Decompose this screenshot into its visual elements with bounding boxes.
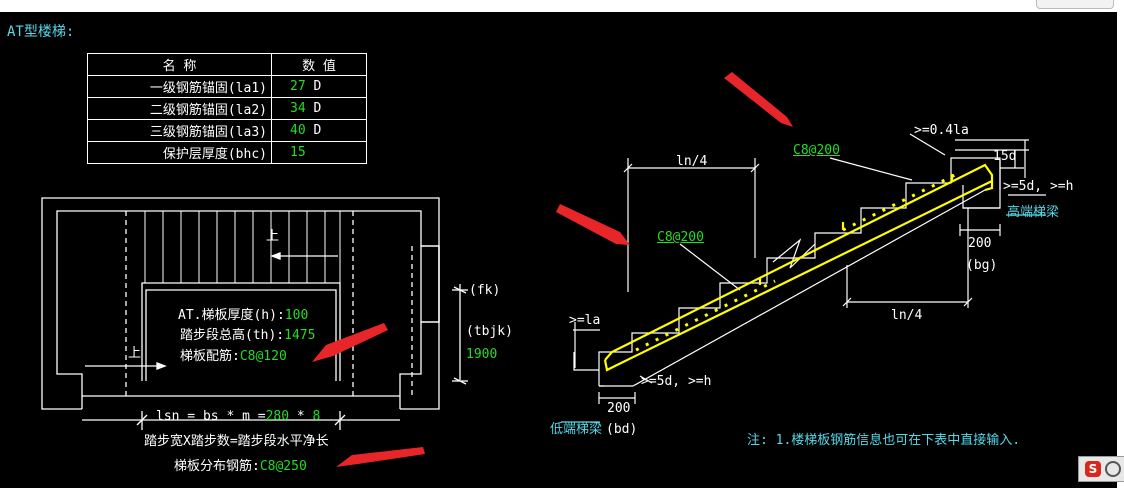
red-arrow-1 — [724, 72, 793, 127]
plan-right-column — [420, 245, 440, 323]
rebar-label: 梯板配筋: — [180, 349, 240, 364]
red-arrow-3 — [312, 323, 388, 362]
section-view — [561, 133, 1046, 423]
note-text: 注: 1.楼梯板钢筋信息也可在下表中直接输入. — [747, 433, 1021, 448]
ring-icon[interactable] — [1105, 461, 1121, 477]
high-anchor-label: >=5d, >=h — [1003, 179, 1074, 194]
rebar-top-label[interactable]: C8@200 — [793, 143, 840, 158]
dist-value[interactable]: C8@250 — [259, 459, 307, 474]
red-arrow-4 — [336, 447, 425, 467]
la1-value[interactable]: 27 — [290, 79, 306, 94]
high-beam-label: 高端梯梁 — [1007, 205, 1060, 220]
table-row: 一级钢筋锚固(la1) 27 D — [87, 75, 367, 98]
slab-rebar — [603, 163, 994, 372]
red-arrow-2 — [556, 204, 630, 245]
anchor-table: 名 称 数 值 一级钢筋锚固(la1) 27 D 二级钢筋锚固(la2) 34 … — [87, 53, 367, 164]
vertical-scrollbar[interactable] — [1117, 12, 1124, 488]
tbjk-label: (tbjk) — [466, 324, 513, 339]
table-cell-value[interactable]: 27 D — [271, 75, 367, 98]
tbjk-value[interactable]: 1900 — [466, 347, 498, 362]
dim-200-low: 200 — [607, 401, 631, 416]
table-cell-value[interactable]: 40 D — [271, 119, 367, 142]
stair-step-profile — [598, 157, 1001, 386]
table-cell-name: 二级钢筋锚固(la2) — [87, 97, 272, 120]
table-header-name: 名 称 — [87, 53, 272, 76]
bd-label: (bd) — [606, 422, 638, 437]
table-cell-name: 三级钢筋锚固(la3) — [87, 119, 272, 142]
up-label-2: 上 — [128, 346, 142, 361]
la2-value[interactable]: 34 — [290, 101, 306, 116]
sogou-s-icon[interactable]: S — [1085, 461, 1101, 477]
dist-row: 梯板分布钢筋:C8@250 — [174, 460, 307, 474]
up-label-1: 上 — [266, 229, 280, 244]
plan-outer-wall — [41, 197, 440, 410]
page-title: AT型楼梯: — [7, 24, 75, 40]
low-anchor-label: >=5d, >=h — [641, 374, 712, 389]
table-cell-value[interactable]: 15 — [271, 141, 367, 164]
fk-label: (fk) — [469, 283, 501, 298]
ln4-bottom-label: ln/4 — [891, 308, 923, 323]
window-button[interactable] — [1036, 0, 1114, 9]
window-top-bar — [0, 0, 1124, 12]
rebar-mid-label[interactable]: C8@200 — [657, 230, 704, 245]
bg-label: (bg) — [966, 258, 998, 273]
d15-label: 15d — [993, 149, 1017, 164]
la-low-label: >=la — [569, 313, 601, 328]
lsn-m-value[interactable]: 8 — [312, 409, 321, 424]
plan-inner-wall-right — [399, 321, 439, 409]
ln4-top-label: ln/4 — [676, 154, 708, 169]
height-row: 踏步段总高(th):1475 — [180, 329, 315, 343]
la3-value[interactable]: 40 — [290, 123, 306, 138]
thickness-row: AT.梯板厚度(h):100 — [178, 309, 308, 323]
table-cell-name: 保护层厚度(bhc) — [87, 141, 272, 164]
system-tray[interactable]: S — [1078, 456, 1124, 482]
formula-note: 踏步宽X踏步数=踏步段水平净长 — [144, 434, 329, 449]
bhc-value[interactable]: 15 — [290, 145, 306, 160]
height-label: 踏步段总高(th): — [180, 328, 285, 343]
plan-view — [41, 197, 468, 430]
table-row: 二级钢筋锚固(la2) 34 D — [87, 97, 367, 120]
lsn-formula: lsn = bs * m = — [156, 409, 266, 424]
thickness-label: AT.梯板厚度(h): — [178, 308, 285, 323]
dim-200-high: 200 — [968, 236, 992, 251]
la3-unit: D — [313, 123, 322, 138]
annotation-arrows — [312, 72, 793, 467]
rebar-value[interactable]: C8@120 — [239, 349, 287, 364]
rebar-row: 梯板配筋:C8@120 — [180, 350, 287, 364]
la1-unit: D — [313, 79, 322, 94]
table-cell-name: 一级钢筋锚固(la1) — [87, 75, 272, 98]
anchor-top-label: >=0.4la — [914, 123, 969, 138]
lsn-row: lsn = bs * m =280 * 8 — [156, 410, 320, 424]
la2-unit: D — [313, 101, 322, 116]
table-cell-value[interactable]: 34 D — [271, 97, 367, 120]
height-value[interactable]: 1475 — [284, 328, 316, 343]
table-header-value: 数 值 — [271, 53, 367, 76]
table-row: 三级钢筋锚固(la3) 40 D — [87, 119, 367, 142]
low-beam-label: 低端梯梁 — [550, 422, 603, 437]
lsn-star: * — [296, 409, 305, 424]
lsn-bs-value[interactable]: 280 — [265, 409, 290, 424]
table-row: 保护层厚度(bhc) 15 — [87, 141, 367, 164]
dist-label: 梯板分布钢筋: — [174, 459, 260, 474]
thickness-value[interactable]: 100 — [284, 308, 309, 323]
